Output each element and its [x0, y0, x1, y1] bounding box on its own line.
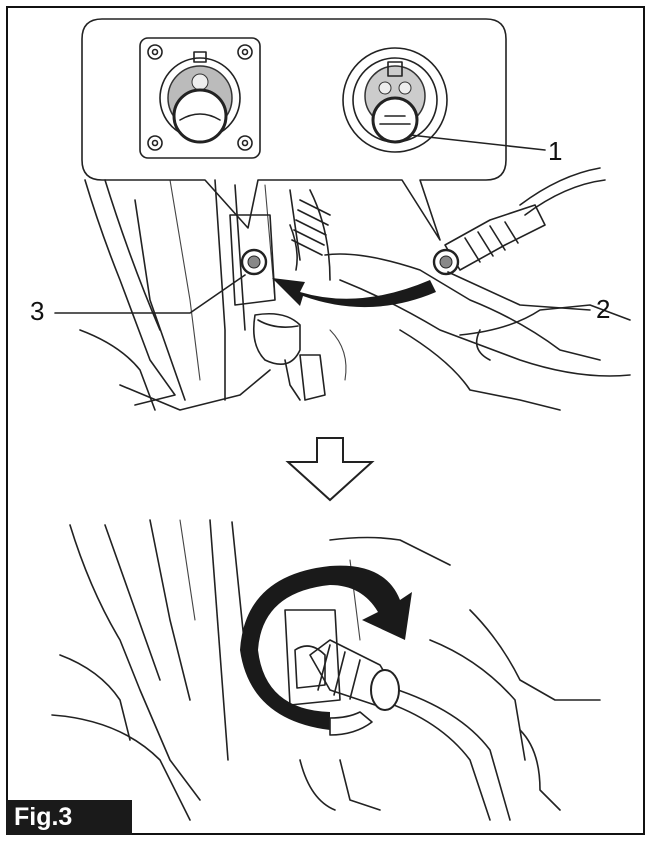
socket-on-machine: [240, 248, 268, 276]
figure-frame: [6, 6, 645, 835]
figure-label: Fig.3: [6, 800, 132, 835]
plug-face-detail: [342, 47, 448, 153]
cable-plug: [432, 167, 606, 276]
socket-flange-detail: [139, 37, 261, 159]
rotation-arrow: [240, 565, 412, 736]
callout-1: 1: [548, 136, 563, 166]
machine-body-top: [79, 179, 631, 411]
connected-plug: [309, 639, 511, 821]
callout-2: 2: [596, 294, 611, 324]
machine-body-bottom: [51, 519, 601, 821]
insert-arrow: [272, 278, 436, 308]
callout-3: 3: [30, 296, 45, 326]
down-arrow: [285, 437, 375, 502]
callout-bubble: [81, 18, 507, 241]
leader-lines: [54, 134, 591, 314]
